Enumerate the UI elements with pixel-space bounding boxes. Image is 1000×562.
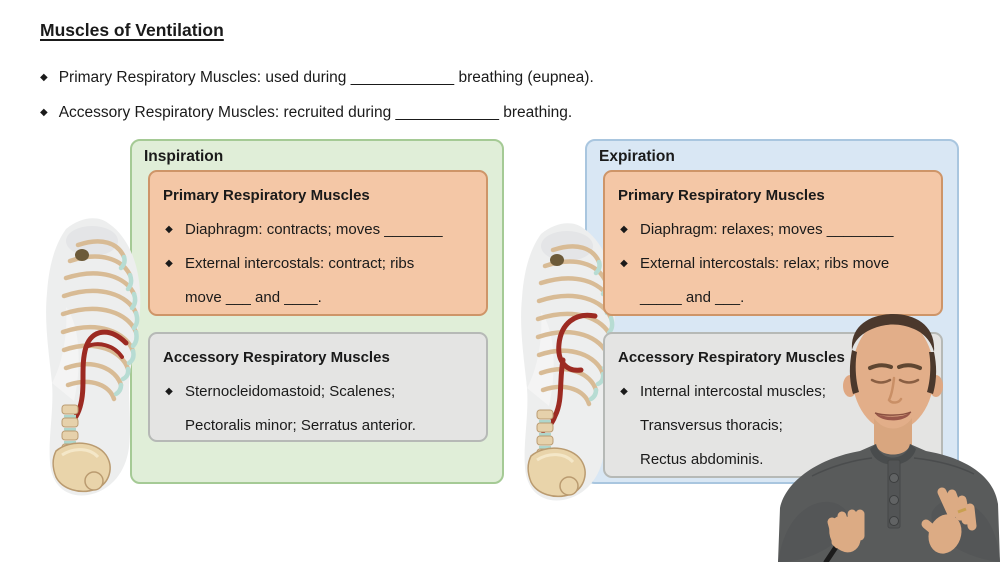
- box-title: Primary Respiratory Muscles: [618, 187, 825, 204]
- box-bullet: ◆ External intercostals: contract; ribs: [163, 247, 478, 281]
- diamond-bullet-icon: ◆: [620, 386, 628, 397]
- box-bullet-text: Sternocleidomastoid; Scalenes;: [185, 383, 396, 400]
- box-bullet-text: Internal intercostal muscles;: [640, 383, 826, 400]
- pelvis: [527, 447, 586, 498]
- header-bullet: ◆ Primary Respiratory Muscles: used duri…: [40, 60, 594, 95]
- inspiration-primary-muscles-box: Primary Respiratory Muscles ◆ Diaphragm:…: [148, 170, 488, 316]
- costal-cartilage: [113, 254, 140, 397]
- box-title: Accessory Respiratory Muscles: [163, 349, 390, 366]
- diamond-bullet-icon: ◆: [40, 107, 48, 118]
- diamond-bullet-icon: ◆: [40, 72, 48, 83]
- nose: [887, 376, 903, 404]
- henley-collar: [870, 444, 916, 465]
- inspiration-panel-label: Inspiration: [144, 148, 224, 165]
- expiration-panel-label: Expiration: [599, 148, 675, 165]
- shoulder-socket: [75, 249, 89, 261]
- page-title: Muscles of Ventilation: [40, 20, 224, 40]
- ribcage-illustration-right: [521, 223, 616, 501]
- mouth: [875, 412, 911, 421]
- ring: [957, 507, 967, 514]
- diamond-bullet-icon: ◆: [620, 258, 628, 269]
- diamond-bullet-icon: ◆: [165, 224, 173, 235]
- inspiration-accessory-muscles-box: Accessory Respiratory Muscles ◆ Sternocl…: [148, 332, 488, 442]
- box-bullet-text: Diaphragm: relaxes; moves ________: [640, 221, 894, 238]
- box-title: Primary Respiratory Muscles: [163, 187, 370, 204]
- presenter-hands: [823, 487, 977, 562]
- box-bullet: ◆ Internal intercostal muscles;: [618, 375, 933, 409]
- box-bullet-continuation: _____ and ___.: [640, 289, 745, 306]
- shoulder-socket: [550, 254, 564, 266]
- box-bullet-text: Diaphragm: contracts; moves _______: [185, 221, 443, 238]
- box-title: Accessory Respiratory Muscles: [618, 349, 845, 366]
- header-bullet-text: Accessory Respiratory Muscles: recruited…: [58, 103, 573, 121]
- header-bullet-text: Primary Respiratory Muscles: used during…: [58, 68, 594, 86]
- box-bullet-text: External intercostals: relax; ribs move: [640, 255, 890, 272]
- box-bullet: ◆ Sternocleidomastoid; Scalenes;: [163, 375, 478, 409]
- box-bullet-continuation: Rectus abdominis.: [640, 451, 764, 468]
- box-bullet-continuation: Pectoralis minor; Serratus anterior.: [185, 417, 416, 434]
- diamond-bullet-icon: ◆: [165, 258, 173, 269]
- box-bullet: ◆ Diaphragm: relaxes; moves ________: [618, 213, 933, 247]
- closed-eyes: [870, 378, 920, 384]
- diamond-bullet-icon: ◆: [165, 386, 173, 397]
- expiration-primary-muscles-box: Primary Respiratory Muscles ◆ Diaphragm:…: [603, 170, 943, 316]
- neck: [874, 418, 912, 457]
- presenter-head: [843, 314, 943, 431]
- box-bullet-text: External intercostals: contract; ribs: [185, 255, 415, 272]
- eyebrows: [868, 363, 922, 370]
- box-bullet-continuation: move ___ and ____.: [185, 289, 322, 306]
- pelvis: [52, 442, 111, 493]
- left-sleeve: [778, 501, 849, 562]
- header-bullet: ◆ Accessory Respiratory Muscles: recruit…: [40, 95, 594, 130]
- box-bullet-continuation: Transversus thoracis;: [640, 417, 783, 434]
- diamond-bullet-icon: ◆: [620, 224, 628, 235]
- box-bullet: ◆ External intercostals: relax; ribs mov…: [618, 247, 933, 281]
- header-bullet-list: ◆ Primary Respiratory Muscles: used duri…: [40, 60, 594, 130]
- ribcage-illustration-left: [46, 218, 141, 496]
- hair: [851, 314, 935, 352]
- presenter-video-overlay: [778, 314, 1000, 562]
- box-bullet: ◆ Diaphragm: contracts; moves _______: [163, 213, 478, 247]
